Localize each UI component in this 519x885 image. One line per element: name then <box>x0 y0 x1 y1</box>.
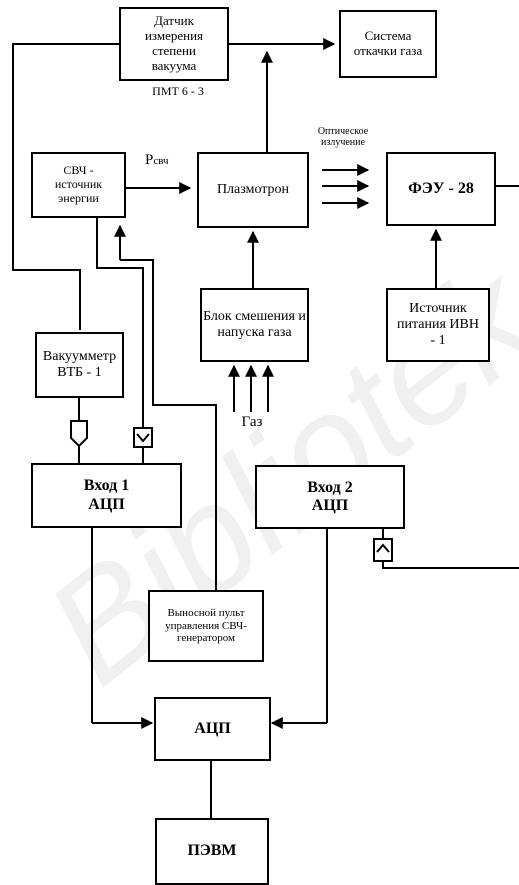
adc-input-1-label: Вход 1 АЦП <box>83 477 130 513</box>
adc-input-2-label: Вход 2 АЦП <box>307 478 353 514</box>
plasmatron-label: Плазмотрон <box>216 181 290 197</box>
vacuum-meter-label: Вакуумметр ВТБ - 1 <box>42 348 117 380</box>
vacuum-sensor-model: ПМТ 6 - 3 <box>152 84 204 98</box>
box-vacuum-meter: Вакуумметр ВТБ - 1 <box>35 332 124 398</box>
pump-system-label: Система откачки газа <box>353 28 423 58</box>
connector-input1-chevron <box>136 433 150 443</box>
adc-label: АЦП <box>194 719 231 737</box>
box-gas-mixing-unit: Блок смешения и напуска газа <box>200 288 309 362</box>
optical-emission-label: Оптическое излучение <box>317 126 369 148</box>
gas-label: Газ <box>241 414 263 430</box>
box-adc-input-1: Вход 1 АЦП <box>31 463 182 528</box>
microwave-source-label: СВЧ - источник энергии <box>54 163 103 205</box>
pc-label: ПЭВМ <box>187 842 237 860</box>
line-remote-to-source <box>120 259 217 590</box>
gas-mixing-unit-label: Блок смешения и напуска газа <box>203 308 306 340</box>
box-adc: АЦП <box>154 697 271 761</box>
box-microwave-source: СВЧ - источник энергии <box>31 152 126 218</box>
box-vacuum-sensor: Датчик измерения степени вакуума <box>119 7 229 81</box>
box-pump-system: Система откачки газа <box>339 10 437 78</box>
p-mw-sub: свч <box>153 155 169 167</box>
connector-input1 <box>133 427 153 448</box>
line-sensor-to-vacuummeter <box>12 43 119 330</box>
box-pc: ПЭВМ <box>155 818 269 885</box>
pmt-label: ФЭУ - 28 <box>408 179 474 197</box>
remote-panel-label: Выносной пульт управления СВЧ-генераторо… <box>165 607 247 645</box>
line-connector-input2-out <box>382 561 519 569</box>
p-mw-main: Р <box>145 152 154 168</box>
connector-input2-chevron <box>376 543 390 553</box>
box-plasmatron: Плазмотрон <box>197 152 309 228</box>
box-adc-input-2: Вход 2 АЦП <box>255 465 405 529</box>
box-remote-panel: Выносной пульт управления СВЧ-генераторо… <box>148 590 264 662</box>
connector-input2 <box>373 538 393 562</box>
box-pmt: ФЭУ - 28 <box>386 152 496 226</box>
p-mw-label: Рсвч <box>145 152 169 169</box>
power-supply-label: Источник питания ИВН - 1 <box>397 300 479 349</box>
box-power-supply: Источник питания ИВН - 1 <box>386 288 490 362</box>
line-source-to-input1 <box>96 218 144 428</box>
vacuum-sensor-label: Датчик измерения степени вакуума <box>144 13 204 73</box>
connector-vacuummeter <box>70 420 88 448</box>
